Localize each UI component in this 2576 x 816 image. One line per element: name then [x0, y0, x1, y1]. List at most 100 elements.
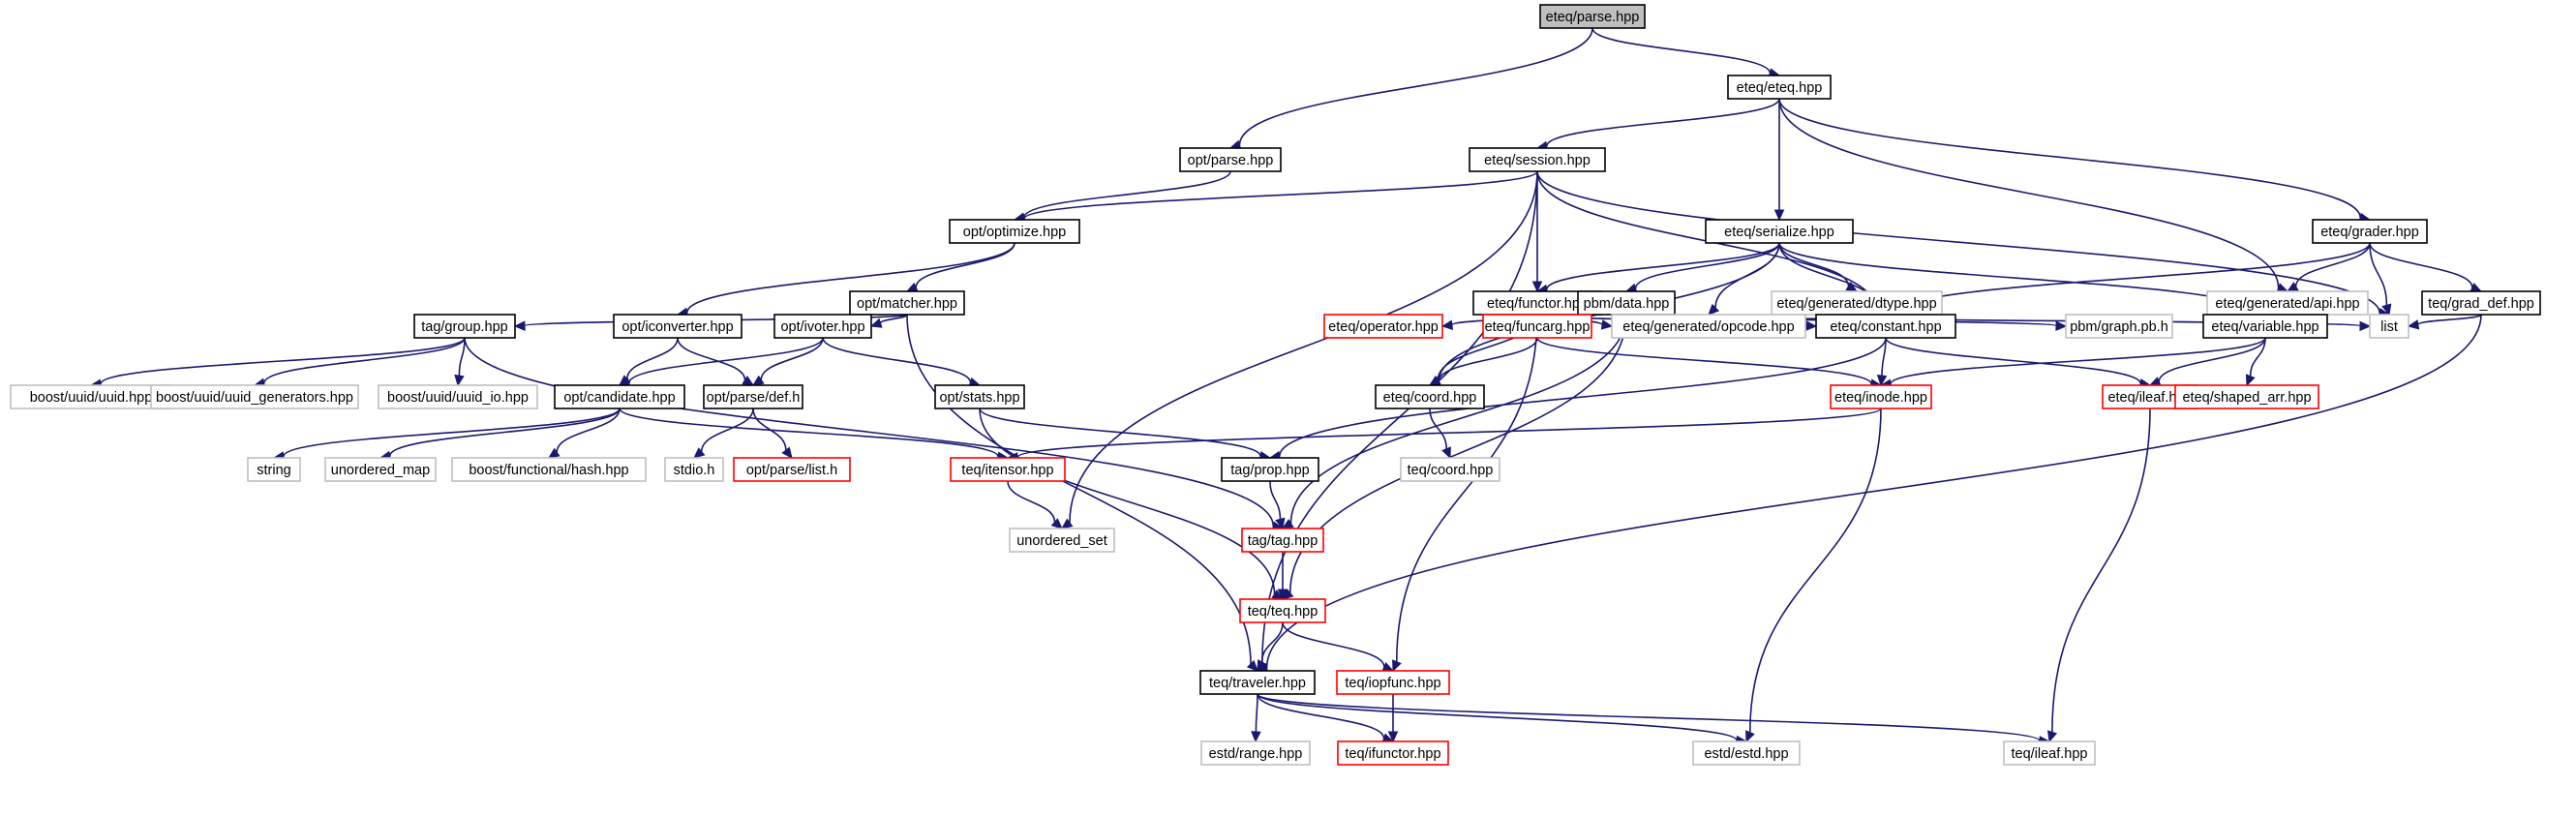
node-opt-parse-def-h[interactable]: opt/parse/def.h: [703, 384, 803, 409]
node-eteq-inode-hpp[interactable]: eteq/inode.hpp: [1830, 384, 1932, 409]
node-eteq-parse-hpp[interactable]: eteq/parse.hpp: [1539, 4, 1646, 29]
node-opt-candidate-hpp[interactable]: opt/candidate.hpp: [554, 384, 685, 409]
node-label: boost/uuid/uuid_generators.hpp: [156, 390, 353, 406]
edge-opt-parse-hpp-to-opt-optimize-hpp: [1013, 170, 1231, 223]
node-box: [2202, 314, 2328, 339]
node-label: opt/ivoter.hpp: [780, 319, 864, 335]
node-eteq-session-hpp[interactable]: eteq/session.hpp: [1469, 147, 1606, 172]
node-box: [2369, 314, 2409, 339]
node-eteq-shaped-arr-hpp[interactable]: eteq/shaped_arr.hpp: [2174, 384, 2319, 409]
node-opt-optimize-hpp[interactable]: opt/optimize.hpp: [949, 219, 1080, 244]
edge-teq-grad-def-hpp-to-list: [2407, 314, 2482, 330]
node-eteq-coord-hpp[interactable]: eteq/coord.hpp: [1375, 384, 1485, 409]
node-label: opt/iconverter.hpp: [621, 319, 733, 335]
node-label: eteq/funcarg.hpp: [1485, 319, 1591, 335]
node-label: estd/estd.hpp: [1704, 746, 1788, 762]
edge-eteq-session-hpp-to-unordered-set: [1061, 170, 1538, 529]
node-tag-group-hpp[interactable]: tag/group.hpp: [413, 314, 516, 339]
node-eteq-variable-hpp[interactable]: eteq/variable.hpp: [2202, 314, 2328, 339]
edge-eteq-eteq-hpp-to-eteq-grader-hpp: [1778, 98, 2372, 224]
edge-eteq-funcarg-hpp-to-eteq-inode-hpp: [1536, 337, 1883, 389]
node-label: teq/teq.hpp: [1248, 604, 1318, 620]
node-box: [1199, 670, 1316, 695]
node-box: [949, 219, 1080, 244]
node-box: [1577, 290, 1676, 316]
node-eteq-ileaf-hpp[interactable]: eteq/ileaf.hpp: [2102, 384, 2198, 409]
node-box: [1323, 314, 1443, 339]
node-label: tag/tag.hpp: [1248, 533, 1318, 549]
node-box: [703, 384, 803, 409]
node-opt-ivoter-hpp[interactable]: opt/ivoter.hpp: [773, 314, 872, 339]
edge-teq-traveler-hpp-to-estd-estd-hpp: [1257, 693, 1748, 746]
node-label: tag/prop.hpp: [1230, 463, 1309, 478]
node-eteq-eteq-hpp[interactable]: eteq/eteq.hpp: [1727, 75, 1832, 100]
node-box: [2206, 290, 2369, 316]
node-eteq-serialize-hpp[interactable]: eteq/serialize.hpp: [1705, 219, 1854, 244]
node-opt-stats-hpp[interactable]: opt/stats.hpp: [934, 384, 1025, 409]
node-label: eteq/constant.hpp: [1830, 319, 1941, 335]
edge-eteq-serialize-hpp-to-eteq-functor-hpp: [1535, 242, 1780, 295]
edge-teq-traveler-hpp-to-teq-ileaf-hpp: [1257, 693, 2051, 746]
node-box: [554, 384, 685, 409]
node-box: [413, 314, 516, 339]
node-pbm-graph-pb-h: pbm/graph.pb.h: [2065, 314, 2173, 339]
edge-teq-grad-def-hpp-to-teq-traveler-hpp: [1256, 314, 2482, 674]
node-teq-teq-hpp[interactable]: teq/teq.hpp: [1239, 598, 1326, 623]
node-label: eteq/operator.hpp: [1328, 319, 1439, 335]
edge-opt-parse-def-h-to-stdio-h: [693, 408, 754, 459]
node-teq-grad-def-hpp[interactable]: teq/grad_def.hpp: [2421, 290, 2541, 316]
node-label: opt/candidate.hpp: [563, 390, 675, 406]
edge-eteq-eteq-hpp-to-eteq-serialize-hpp: [1773, 98, 1785, 222]
node-teq-ifunctor-hpp[interactable]: teq/ifunctor.hpp: [1337, 740, 1449, 766]
node-label: boost/functional/hash.hpp: [469, 463, 628, 478]
edge-tag-group-hpp-to-boost-uuid-uuid-generators-hpp: [253, 337, 466, 388]
node-box: [1692, 740, 1801, 766]
edge-opt-parse-def-h-to-opt-parse-list-h: [752, 408, 793, 459]
edge-tag-prop-hpp-to-tag-tag-hpp: [1269, 480, 1286, 530]
node-label: opt/stats.hpp: [939, 390, 1019, 406]
node-box: [1830, 384, 1932, 409]
node-label: eteq/eteq.hpp: [1737, 80, 1823, 96]
node-box: [1400, 457, 1500, 482]
node-pbm-data-hpp[interactable]: pbm/data.hpp: [1577, 290, 1676, 316]
node-box: [1179, 147, 1282, 172]
node-tag-prop-hpp[interactable]: tag/prop.hpp: [1221, 457, 1319, 482]
edge-teq-itensor-hpp-to-unordered-set: [1007, 480, 1063, 529]
node-tag-tag-hpp[interactable]: tag/tag.hpp: [1241, 528, 1324, 553]
node-label: unordered_set: [1016, 533, 1107, 549]
node-label: pbm/data.hpp: [1584, 296, 1670, 312]
edge-eteq-constant-hpp-to-tag-prop-hpp: [1268, 337, 1887, 462]
node-box: [1336, 670, 1450, 695]
edge-eteq-grader-hpp-to-eteq-generated-api-hpp: [2286, 242, 2371, 292]
node-eteq-funcarg-hpp[interactable]: eteq/funcarg.hpp: [1482, 314, 1592, 339]
node-box: [849, 290, 965, 316]
node-eteq-constant-hpp[interactable]: eteq/constant.hpp: [1815, 314, 1956, 339]
node-opt-parse-hpp[interactable]: opt/parse.hpp: [1179, 147, 1282, 172]
node-eteq-operator-hpp[interactable]: eteq/operator.hpp: [1323, 314, 1443, 339]
node-teq-traveler-hpp[interactable]: teq/traveler.hpp: [1199, 670, 1316, 695]
node-teq-itensor-hpp[interactable]: teq/itensor.hpp: [950, 457, 1066, 482]
node-label: list: [2380, 319, 2398, 335]
node-box: [2312, 219, 2428, 244]
node-eteq-grader-hpp[interactable]: eteq/grader.hpp: [2312, 219, 2428, 244]
node-box: [1200, 740, 1311, 766]
node-label: opt/parse/def.h: [707, 390, 801, 406]
node-opt-parse-list-h[interactable]: opt/parse/list.h: [733, 457, 851, 482]
node-eteq-generated-dtype-hpp: eteq/generated/dtype.hpp: [1771, 290, 1943, 316]
edge-opt-candidate-hpp-to-boost-functional-hash-hpp: [548, 408, 621, 459]
edge-eteq-constant-hpp-to-eteq-inode-hpp: [1876, 337, 1888, 387]
node-label: stdio.h: [674, 463, 715, 478]
node-box: [2174, 384, 2319, 409]
edge-opt-stats-hpp-to-teq-teq-hpp: [979, 408, 1285, 600]
node-opt-iconverter-hpp[interactable]: opt/iconverter.hpp: [613, 314, 742, 339]
edge-eteq-ileaf-hpp-to-teq-ileaf-hpp: [2046, 408, 2151, 743]
node-label: teq/traveler.hpp: [1209, 676, 1306, 691]
node-box: [1337, 740, 1449, 766]
edge-eteq-constant-hpp-to-eteq-ileaf-hpp: [1885, 337, 2152, 389]
node-teq-iopfunc-hpp[interactable]: teq/iopfunc.hpp: [1336, 670, 1450, 695]
edge-eteq-funcarg-hpp-to-eteq-coord-hpp: [1428, 337, 1538, 386]
node-opt-matcher-hpp[interactable]: opt/matcher.hpp: [849, 290, 965, 316]
node-box: [451, 457, 647, 482]
node-box: [1375, 384, 1485, 409]
